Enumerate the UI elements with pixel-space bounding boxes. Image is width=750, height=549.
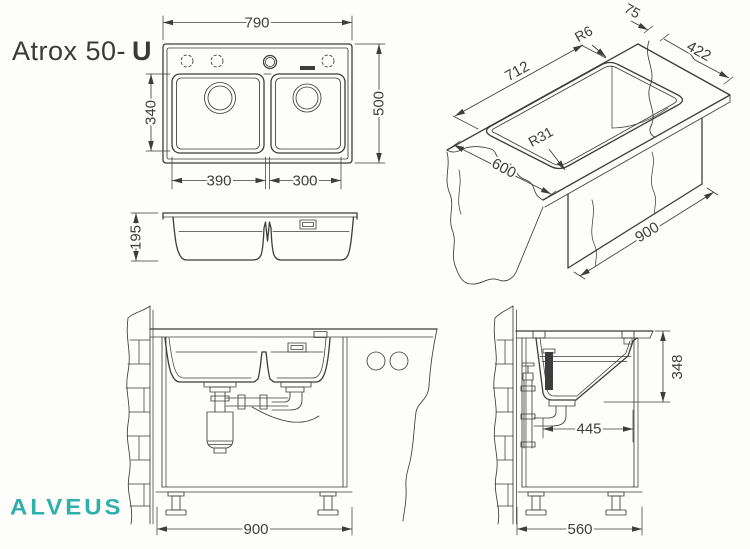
dim-label-900: 900 [243,521,268,538]
faucet-hole-drilled [262,54,278,70]
dim-overall-width: 790 [162,13,353,41]
dim-label-790: 790 [244,15,269,32]
dim-label-712: 712 [502,58,532,85]
dim-cabinet-width: 900 [156,506,353,540]
dim-label-445: 445 [576,421,601,438]
torn-edge-right [402,328,438,522]
dim-label-r6: R6 [572,22,596,45]
dim-bowl-height: 195 [126,212,159,262]
dim-label-75: 75 [622,0,644,22]
dim-label-340: 340 [143,100,160,125]
brand-logo: ALVEUS [10,495,124,520]
pipe-flange [520,385,536,392]
dim-label-390: 390 [206,173,231,190]
faucet-hole-dashed [180,54,194,68]
left-drain [204,82,236,114]
dim-cabinet-depth: 560 [516,506,643,540]
dim-label-300: 300 [292,173,317,190]
dim-counter-depth: 600 [448,140,557,200]
bottle-trap [206,411,234,454]
cutout-outline [485,61,684,170]
dim-label-600: 600 [489,155,519,182]
dim-bowl-widths: 390 300 [171,156,342,192]
pipe-hole [389,351,409,371]
sink-plan-outline [162,43,353,164]
pipe-hole [366,351,386,371]
fixing-clip [621,330,635,339]
pipe-coupling [259,394,268,410]
dim-cutout-length: 712 [452,44,607,130]
fixing-clip [313,331,328,338]
product-title-main: Atrox 50- [12,36,127,66]
drain-plumbing-side [520,362,576,449]
dim-mounting-height: 348 [603,330,688,403]
top-view: 790 500 340 390 300 [141,13,390,192]
cabinet-leg [317,491,339,516]
dim-label-195: 195 [128,225,145,250]
left-bowl [171,73,265,154]
sink-front-section [164,331,331,383]
dim-trap-offset: 445 [542,409,634,443]
overflow-slot [300,66,315,70]
brick-joints [492,339,514,507]
dim-edge-radius: R6 [572,22,607,58]
dim-label-560: 560 [567,521,592,538]
dim-back-offset: 75 [622,0,670,42]
overflow-pipe [545,352,553,390]
dim-label-r31: R31 [525,123,555,150]
overflow-cover-front [287,342,307,353]
brick-wall-front [125,305,154,525]
dim-label-900-iso: 900 [632,219,662,246]
cabinet-leg [525,491,547,516]
cabinet-leg [165,491,187,516]
right-bowl [270,73,346,154]
product-title: Atrox 50-U [12,36,152,67]
install-side-view: 348 445 560 [492,305,688,540]
product-title-variant: U [132,36,153,66]
pipe-flange [520,441,536,448]
torn-apron [446,151,544,285]
brick-wall-side [492,305,517,525]
fixing-clip [532,330,546,339]
faucet-hole-drilled-inner [264,56,276,68]
overflow-cover-profile [299,219,317,230]
profile-view: 195 [126,212,358,262]
dim-label-422: 422 [684,38,714,65]
dim-overall-depth: 500 [354,43,390,164]
brick-joints [125,339,151,507]
faucet-hole-dashed [321,54,335,68]
counter-front [149,328,438,522]
valve-handle [521,362,535,367]
faucet-hole-dashed [210,54,224,68]
sink-profile-outline [162,212,358,261]
dim-label-500: 500 [371,91,388,116]
drain-hose-arc [251,406,320,423]
pipe-flange [520,413,536,420]
iso-view: 712 R6 75 422 R31 [446,0,734,285]
cabinet-leg [605,491,627,516]
sink-side-section [532,330,638,401]
install-front-view: 900 [125,305,438,540]
pipe-coupling [237,394,246,410]
right-drain [292,83,322,113]
cabinet-side [517,337,643,516]
torn-break-on-surface [647,40,656,138]
counter-side [515,330,654,339]
dim-bowl-depth: 340 [141,73,171,152]
cabinet-front [155,336,409,516]
drain-plumbing-front [203,381,320,454]
dim-label-348: 348 [669,354,686,379]
